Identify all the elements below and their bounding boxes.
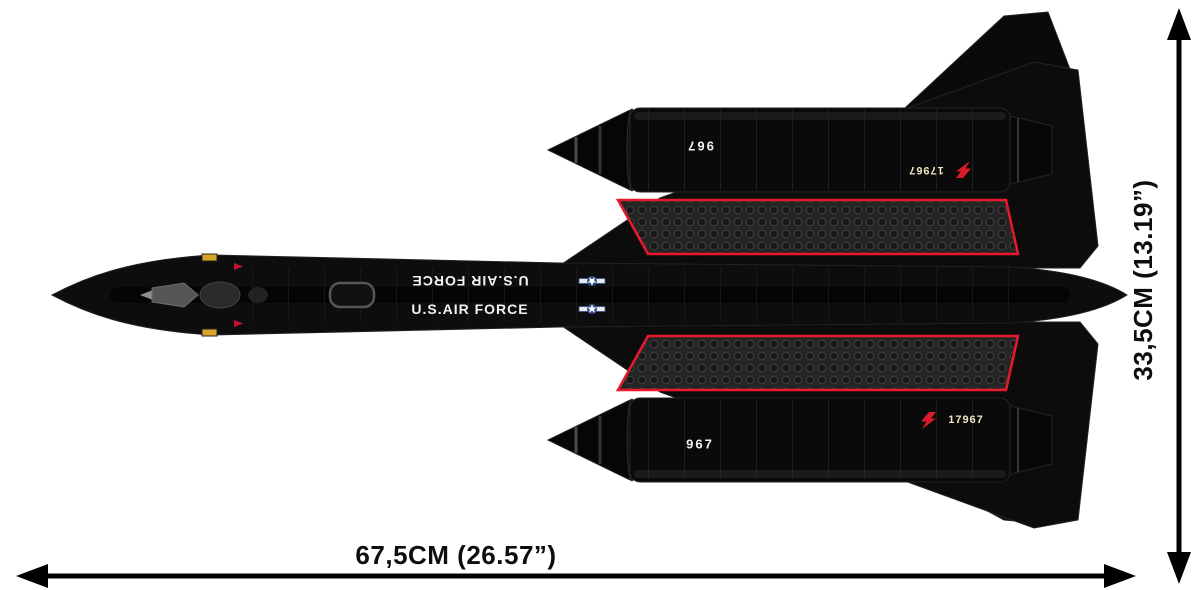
cockpit: [140, 253, 376, 337]
aircraft: U.S.AIR FORCE U.S.AIR FORCE 967 967 1796…: [50, 11, 1128, 530]
arrowhead-left-icon: [16, 564, 48, 588]
fuselage-brick-seams: [250, 268, 1040, 322]
fin-code-top: 17967: [908, 161, 971, 178]
yellow-plate-bottom: [201, 328, 218, 337]
airforce-marking-top: U.S.AIR FORCE: [411, 273, 528, 289]
engine-nacelle: [546, 107, 1053, 193]
dimension-width: 67,5CM (26.57”): [16, 540, 1136, 588]
fin-code-bottom-text: 17967: [948, 414, 984, 426]
arrowhead-right-icon: [1104, 564, 1136, 588]
dimension-height: 33,5CM (13.19”): [1128, 8, 1191, 584]
wing-stud-panel: [615, 198, 1020, 256]
nacelle-number-bottom: 967: [686, 437, 714, 452]
refuel-panel: [328, 281, 376, 309]
rear-canopy: [199, 281, 241, 309]
aircraft-top-half: [546, 61, 1099, 269]
nacelle-number-top: 967: [686, 139, 714, 154]
sensor-fairing: [248, 287, 268, 303]
airforce-marking-bottom: U.S.AIR FORCE: [411, 301, 528, 317]
yellow-plate-top: [201, 253, 218, 262]
inlet-spike-cone: [546, 109, 631, 191]
engine-nozzle: [1009, 115, 1053, 185]
red-arrow-marking-top: [234, 263, 243, 270]
height-dimension-label: 33,5CM (13.19”): [1128, 179, 1158, 380]
fin-code-top-text: 17967: [908, 164, 944, 176]
red-arrow-marking-bottom: [234, 320, 243, 327]
fin-code-bottom: 17967: [921, 412, 984, 429]
arrowhead-top-icon: [1167, 8, 1191, 40]
nacelle-brick-seams: [640, 110, 1000, 190]
width-dimension-label: 67,5CM (26.57”): [355, 540, 556, 570]
arrowhead-bottom-icon: [1167, 552, 1191, 584]
aircraft-bottom-half: [546, 320, 1100, 530]
canopy: [151, 282, 199, 308]
